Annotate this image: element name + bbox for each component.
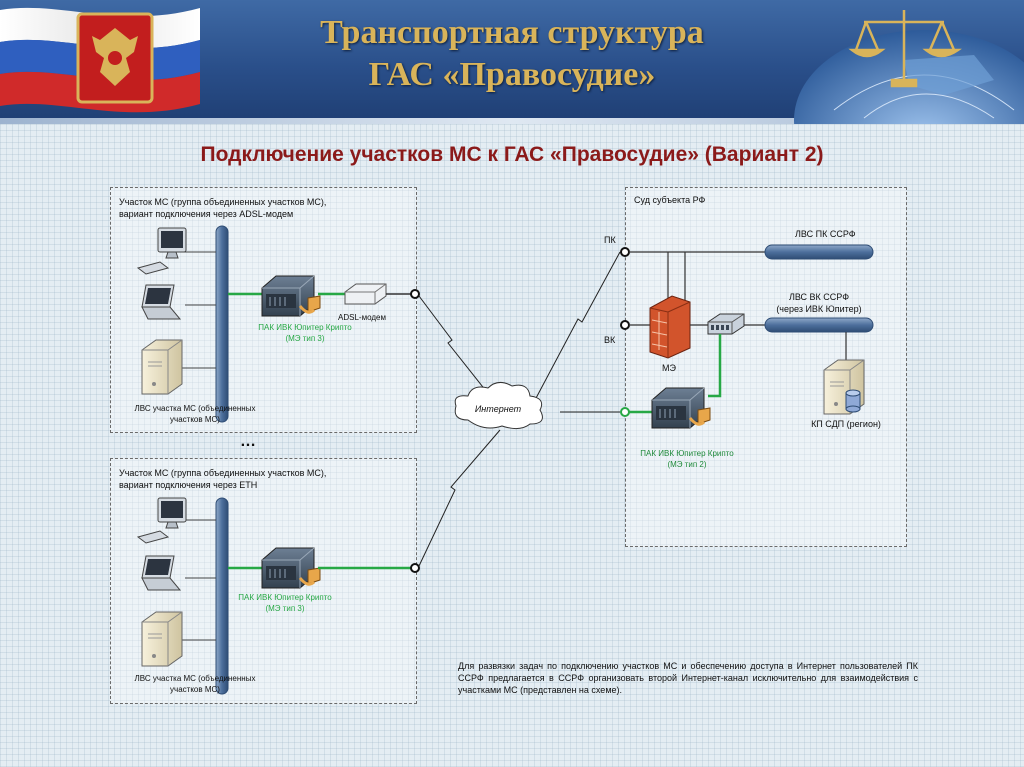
monitor-icon	[157, 227, 187, 259]
ellipsis: …	[240, 433, 256, 450]
server-label: КП СДП (регион)	[811, 419, 881, 429]
site2-crypto-label-line-1: ПАК ИВК Юпитер Крипто	[238, 593, 332, 602]
court-crypto-label-line-2: (МЭ тип 2)	[667, 460, 707, 469]
page-title-line-2: ГАС «Правосудие»	[368, 56, 656, 93]
crypto-appliance-icon	[650, 386, 712, 430]
switch-icon	[707, 313, 745, 335]
keyboard-icon	[137, 530, 169, 544]
site2-port	[410, 563, 420, 573]
note-text: Для развязки задач по подключению участк…	[458, 661, 918, 695]
scales-of-justice-icon	[848, 10, 962, 88]
site2-title-line-2: вариант подключения через ETH	[119, 480, 258, 490]
firewall-label: МЭ	[662, 363, 676, 373]
internet-label: Интернет	[474, 404, 522, 414]
laptop-icon	[141, 555, 181, 591]
keyboard-icon	[137, 261, 169, 275]
header-divider	[0, 118, 1024, 124]
site1-title-line-1: Участок МС (группа объединенных участков…	[119, 197, 327, 207]
site1-crypto-label-line-2: (МЭ тип 3)	[285, 334, 325, 343]
server-icon	[141, 611, 183, 667]
page-title-line-1: Транспортная структура	[320, 14, 704, 51]
site1-crypto-label-line-1: ПАК ИВК Юпитер Крипто	[258, 323, 352, 332]
crypto-appliance-icon	[260, 546, 322, 590]
site1-bus	[215, 225, 229, 423]
flag-icon	[0, 7, 200, 113]
lan-pk-bus	[764, 244, 874, 260]
diagram-subtitle: Подключение участков МС к ГАС «Правосуди…	[200, 143, 824, 166]
lan-vk-label-line-2: (через ИВК Юпитер)	[776, 304, 862, 314]
port-vk-label: ВК	[604, 335, 616, 345]
site2-title-line-1: Участок МС (группа объединенных участков…	[119, 468, 327, 478]
modem-label: ADSL-модем	[338, 313, 386, 322]
coat-of-arms-icon	[76, 12, 154, 104]
port-pk-label: ПК	[604, 235, 616, 245]
lightning-link-icon	[418, 251, 621, 567]
cloud-icon	[454, 382, 543, 430]
site2-lan-label-line-2: участков МС)	[170, 685, 220, 694]
port-crypto	[620, 407, 630, 417]
database-icon	[845, 389, 861, 413]
site1-port	[410, 289, 420, 299]
lan-vk-label-line-1: ЛВС ВК ССРФ	[788, 292, 850, 302]
site1-title-line-2: вариант подключения через ADSL-модем	[119, 209, 294, 219]
site1-lan-label-line-2: участков МС)	[170, 415, 220, 424]
site1-lan-label-line-1: ЛВС участка МС (объединенных	[134, 404, 256, 413]
laptop-icon	[141, 284, 181, 320]
modem-icon	[344, 283, 387, 305]
lan-pk-label: ЛВС ПК ССРФ	[795, 229, 856, 239]
firewall-icon	[649, 295, 691, 359]
monitor-icon	[157, 497, 187, 529]
crypto-appliance-icon	[260, 274, 322, 318]
port-vk	[620, 320, 630, 330]
site2-bus	[215, 497, 229, 695]
court-crypto-label-line-1: ПАК ИВК Юпитер Крипто	[640, 449, 734, 458]
server-icon	[141, 339, 183, 395]
site2-crypto-label-line-2: (МЭ тип 3)	[265, 604, 305, 613]
site2-lan-label-line-1: ЛВС участка МС (объединенных	[134, 674, 256, 683]
lan-vk-bus	[764, 317, 874, 333]
court-title: Суд субъекта РФ	[634, 195, 706, 205]
port-pk	[620, 247, 630, 257]
